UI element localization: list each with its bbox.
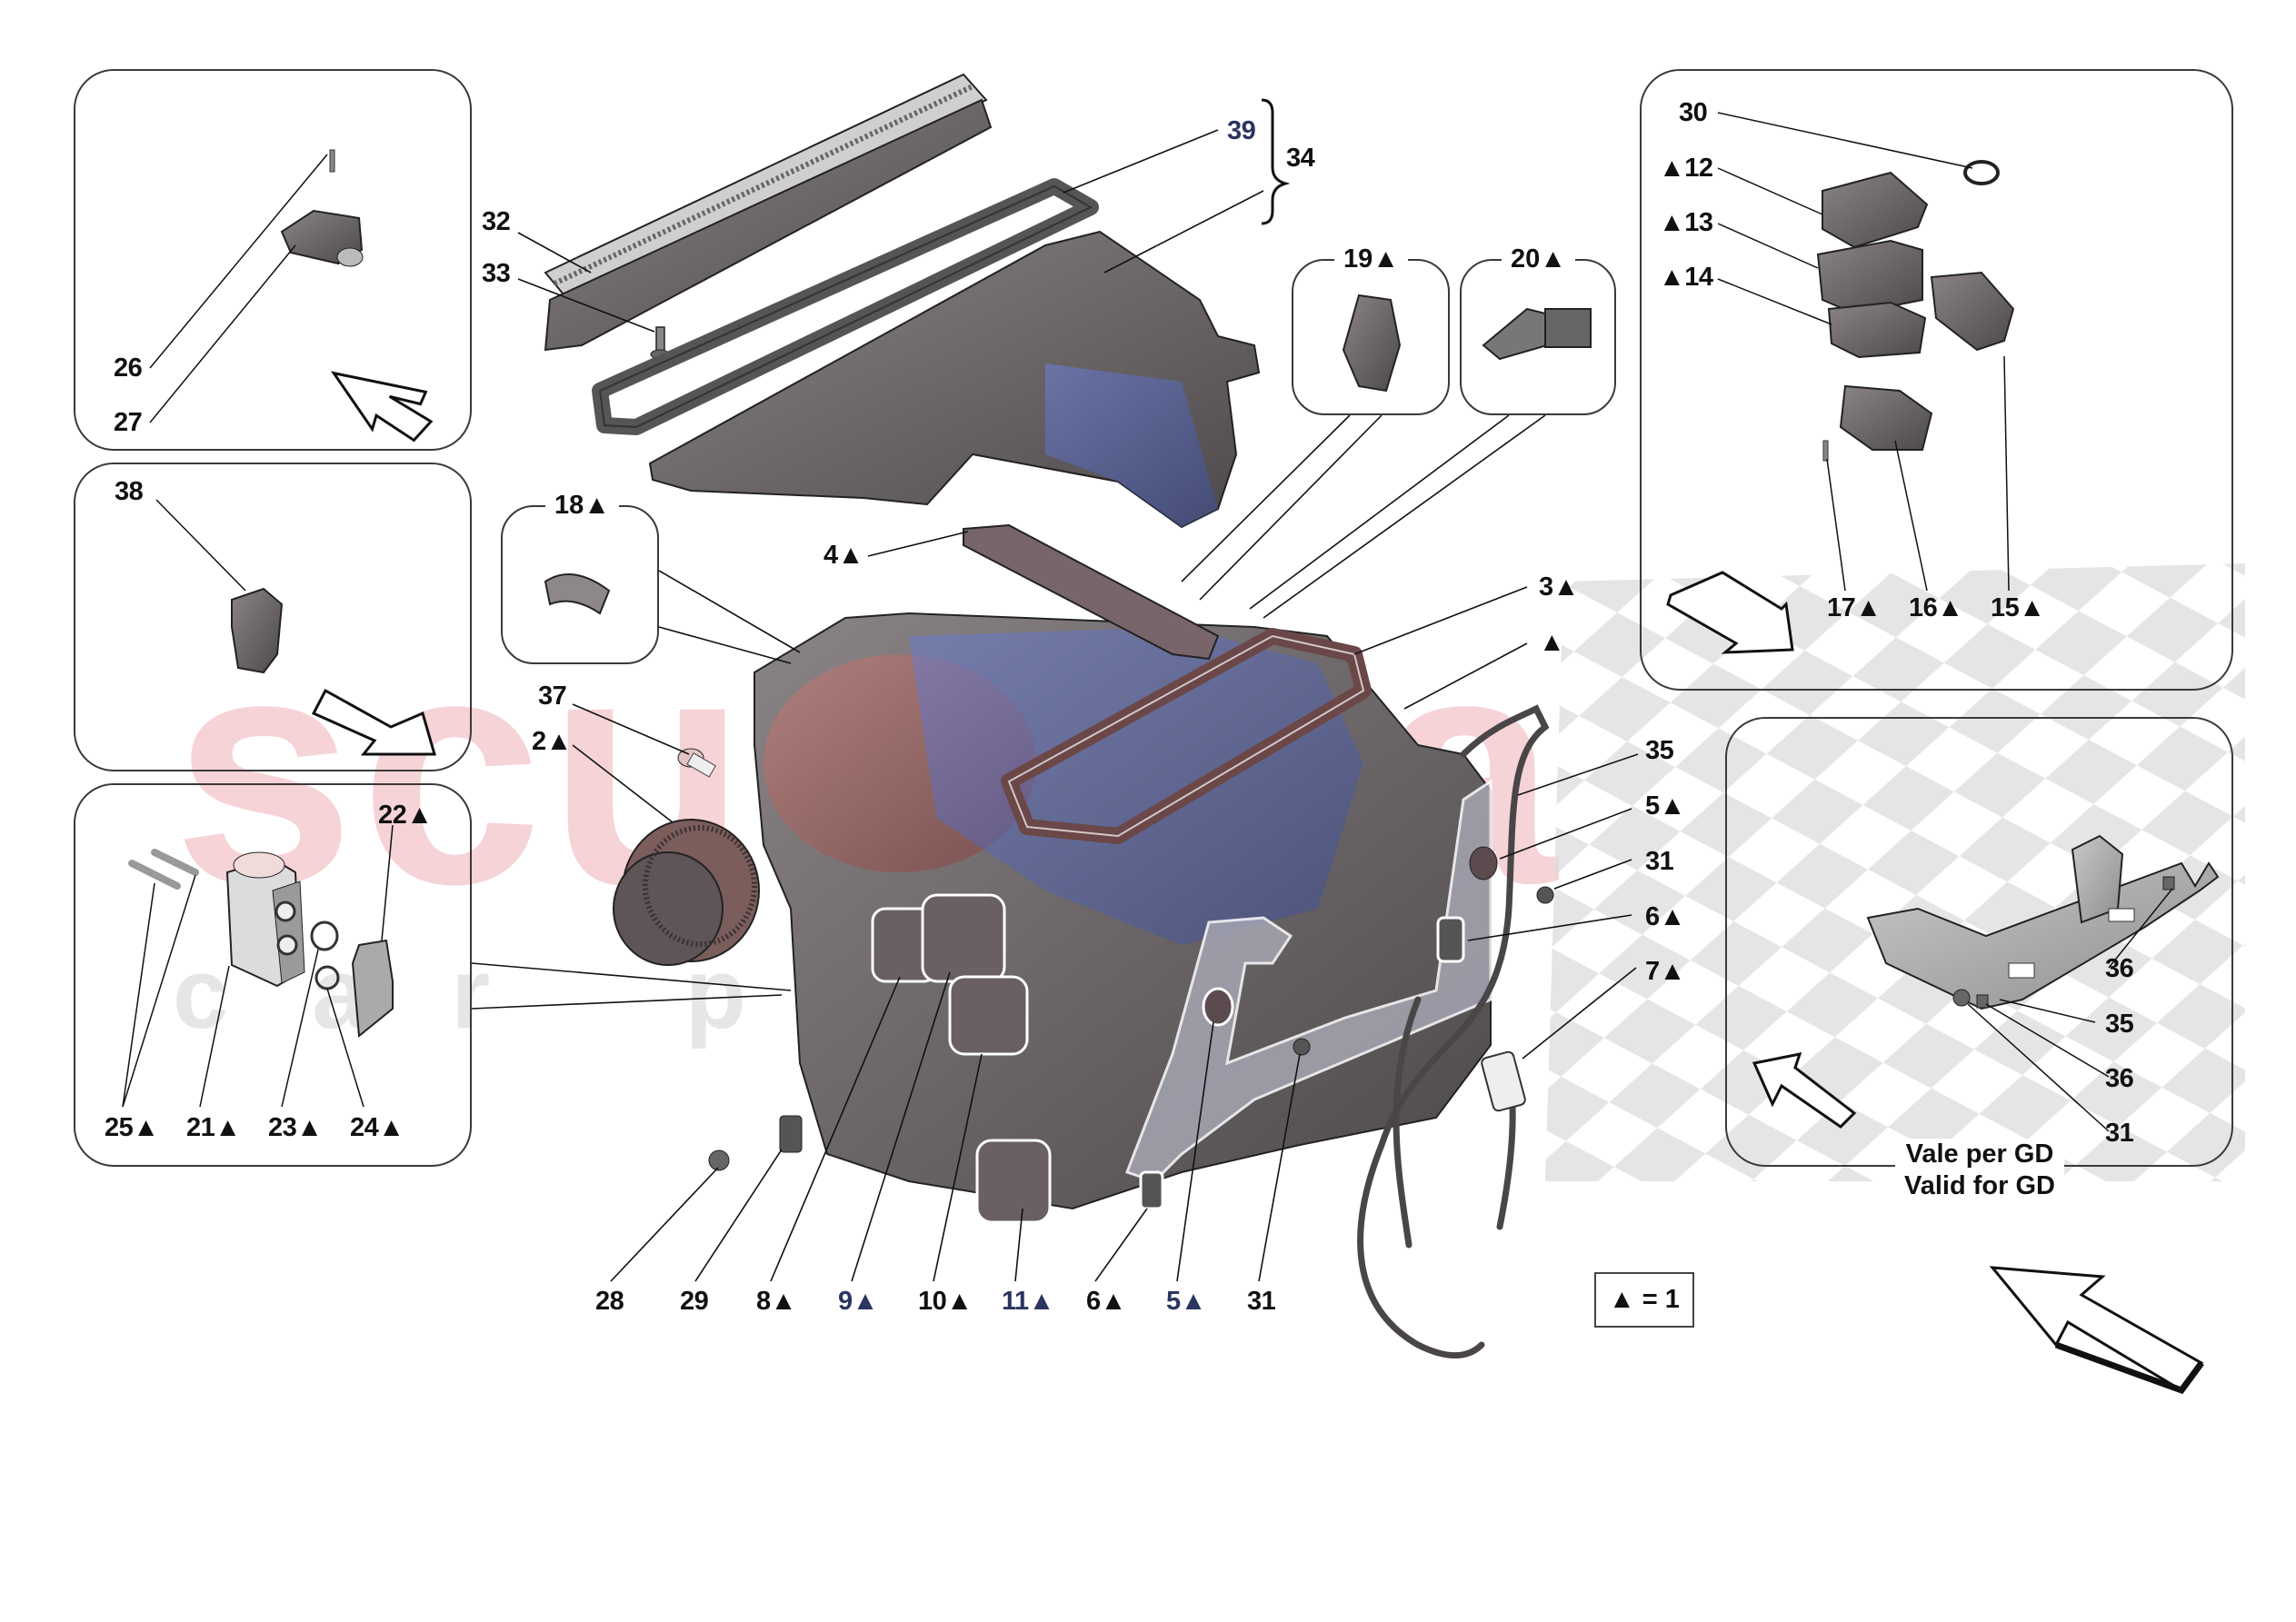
- callout-31-bottom: 31: [1247, 1287, 1276, 1316]
- callout-6-bottom: 6▲: [1086, 1287, 1126, 1316]
- callout-5-right: 5▲: [1645, 791, 1685, 821]
- filter-frame-part-32: [544, 98, 993, 352]
- callout-36-bottom: 36: [2105, 1064, 2134, 1093]
- callout-23: 23▲: [268, 1113, 323, 1142]
- panel-bottom-left: [74, 783, 472, 1167]
- validity-note-italian: Vale per GD: [1905, 1139, 2054, 1169]
- callout-12: ▲12: [1659, 154, 1713, 183]
- callout-31-br: 31: [2105, 1119, 2134, 1148]
- validity-note-english: Valid for GD: [1904, 1170, 2055, 1200]
- air-intake-cover-part-34: [648, 230, 1261, 529]
- callout-35-br: 35: [2105, 1010, 2134, 1039]
- callout-14: ▲14: [1659, 263, 1713, 292]
- actuator-10: [948, 975, 1029, 1056]
- callout-9: 9▲: [838, 1287, 878, 1316]
- callout-17: 17▲: [1827, 593, 1882, 622]
- callout-37: 37: [538, 682, 567, 711]
- callout-26: 26: [114, 353, 143, 383]
- callout-25: 25▲: [105, 1113, 159, 1142]
- callout-5-bottom: 5▲: [1166, 1287, 1206, 1316]
- grommet-part-37: [677, 748, 716, 778]
- callout-6-right: 6▲: [1645, 902, 1685, 931]
- callout-28: 28: [595, 1287, 624, 1316]
- panel-top-left: [74, 69, 472, 451]
- actuator-9: [921, 893, 1006, 983]
- gasket-part-39: [592, 178, 1099, 435]
- gasket-part-4: [963, 523, 1220, 661]
- callout-22: 22▲: [378, 801, 433, 830]
- callout-21: 21▲: [186, 1113, 241, 1142]
- leader-lines-main: [471, 129, 1639, 1282]
- panel-ml-art: [155, 499, 436, 756]
- connector-part-7: [1481, 1050, 1526, 1112]
- hvac-housing-main: [754, 612, 1492, 1224]
- callout-24: 24▲: [350, 1113, 404, 1142]
- bracket-part-35: [1125, 779, 1492, 1183]
- callout-29: 29: [680, 1287, 709, 1316]
- validity-note: Vale per GD Valid for GD: [1895, 1139, 2064, 1202]
- sensor-part-29: [779, 1115, 803, 1153]
- brace-34: [1261, 98, 1291, 225]
- callout-3-unnumbered: ▲: [1539, 628, 1565, 657]
- legend-text: ▲ = 1: [1609, 1285, 1680, 1314]
- box-19-title: 19▲: [1334, 246, 1408, 273]
- callout-13: ▲13: [1659, 208, 1713, 237]
- bolt-part-31: [1293, 886, 1554, 1056]
- legend-quantity: ▲ = 1: [1594, 1272, 1694, 1328]
- callout-16: 16▲: [1909, 593, 1963, 622]
- actuator-part-19: [1342, 294, 1402, 393]
- panel-mid-left: [74, 463, 472, 771]
- blower-wheel-part-2: [613, 819, 760, 966]
- callout-34: 34: [1286, 144, 1315, 173]
- callout-15: 15▲: [1991, 593, 2045, 622]
- callout-27: 27: [114, 408, 143, 437]
- panel-top-right: [1640, 69, 2233, 691]
- callout-8: 8▲: [756, 1287, 796, 1316]
- callout-39: 39: [1227, 116, 1256, 145]
- box-part-18: [501, 505, 659, 664]
- cabin-filter-part-32: [544, 73, 988, 302]
- panel-bottom-right: [1725, 717, 2233, 1167]
- callout-3: 3▲: [1539, 572, 1579, 602]
- callout-7: 7▲: [1645, 957, 1685, 986]
- panel-tr-art: [1666, 112, 2015, 654]
- rubber-mount-part-5: [1202, 846, 1498, 1027]
- callout-31-right: 31: [1645, 847, 1674, 876]
- view-direction-arrow: [1989, 1266, 2204, 1395]
- callout-30: 30: [1679, 98, 1708, 127]
- callout-4: 4▲: [824, 541, 863, 570]
- box-part-19: [1292, 259, 1450, 415]
- connector-part-6: [1139, 916, 1465, 1210]
- callout-11: 11▲: [1002, 1287, 1054, 1316]
- clip-part-18: [544, 573, 611, 615]
- box-20-title: 20▲: [1502, 246, 1575, 273]
- box-part-20: [1460, 259, 1616, 415]
- callout-10: 10▲: [918, 1287, 973, 1316]
- sensor-part-20: [1482, 307, 1592, 361]
- callout-36-top: 36: [2105, 954, 2134, 983]
- callout-32: 32: [482, 207, 511, 236]
- box-18-title: 18▲: [545, 493, 619, 519]
- callout-33: 33: [482, 259, 511, 288]
- panel-bl-art: [122, 824, 394, 1108]
- panel-tl-art: [149, 149, 434, 443]
- callout-38: 38: [115, 477, 144, 506]
- actuator-11: [975, 1139, 1052, 1224]
- callout-2: 2▲: [532, 727, 572, 756]
- panel-br-art: [1752, 834, 2220, 1132]
- callout-35: 35: [1645, 736, 1674, 765]
- bolt-part-28: [708, 1149, 730, 1171]
